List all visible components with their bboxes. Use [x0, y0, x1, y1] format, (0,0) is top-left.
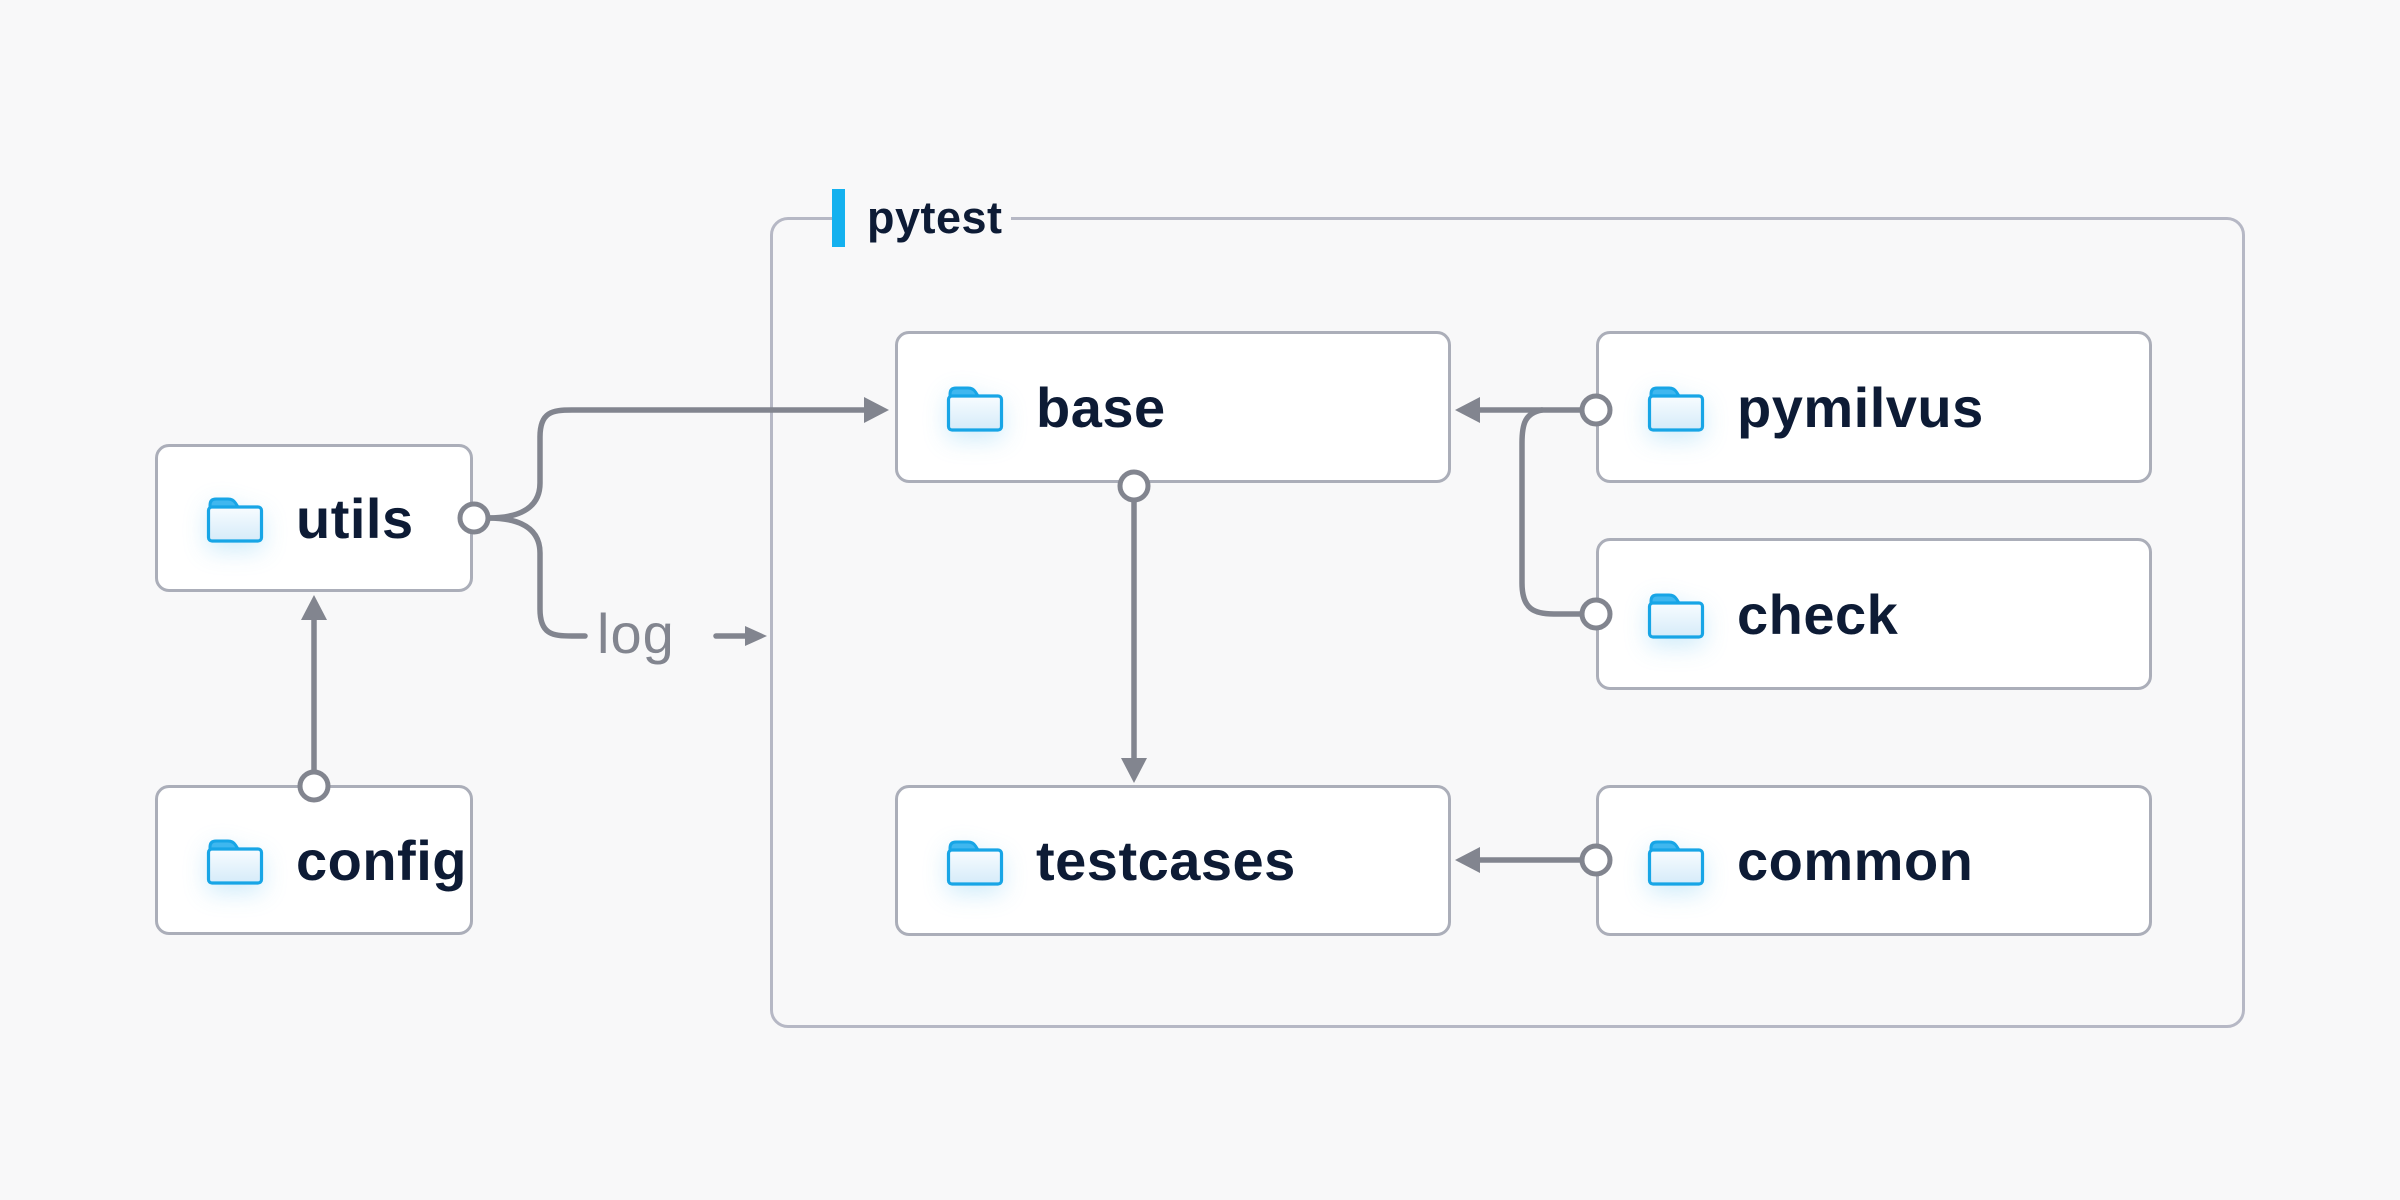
folder-icon — [206, 497, 264, 543]
node-pymilvus: pymilvus — [1596, 331, 2152, 483]
folder-icon — [946, 386, 1004, 432]
group-title: pytest — [867, 192, 1003, 243]
arrowhead-into-utils-bottom — [301, 595, 327, 620]
node-config-label: config — [296, 828, 467, 892]
node-utils-label: utils — [296, 486, 414, 550]
node-testcases-label: testcases — [1036, 829, 1296, 892]
node-check: check — [1596, 538, 2152, 690]
node-common-label: common — [1737, 829, 1974, 892]
edge-label-log: log — [597, 601, 675, 665]
edge-utils-to-log — [485, 515, 588, 639]
node-utils: utils — [155, 444, 473, 592]
folder-icon — [206, 839, 264, 885]
folder-icon — [1647, 386, 1705, 432]
pytest-group-label: pytest — [832, 189, 1011, 247]
node-testcases: testcases — [895, 785, 1451, 936]
accent-bar — [832, 189, 845, 247]
node-common: common — [1596, 785, 2152, 936]
node-base-label: base — [1036, 375, 1166, 439]
node-check-label: check — [1737, 582, 1899, 646]
folder-icon — [1647, 840, 1705, 886]
folder-icon — [946, 840, 1004, 886]
node-config: config — [155, 785, 473, 935]
arrowhead-log — [745, 626, 767, 646]
node-base: base — [895, 331, 1451, 483]
pytest-group-container: pytest — [770, 189, 2245, 1028]
node-pymilvus-label: pymilvus — [1737, 375, 1984, 439]
folder-icon — [1647, 593, 1705, 639]
